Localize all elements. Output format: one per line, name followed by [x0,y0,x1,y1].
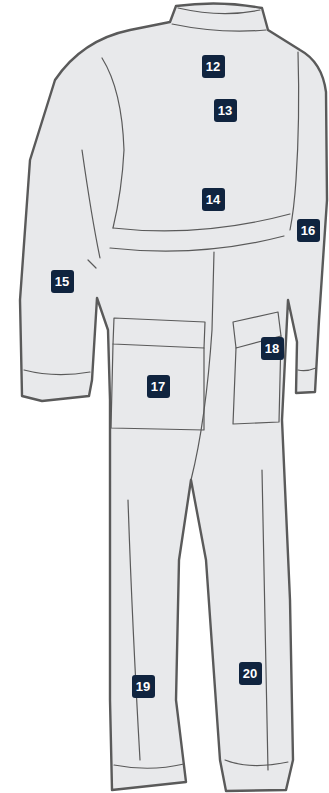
left-cuff [24,370,90,375]
waistband-top [113,214,290,231]
callout-number: 14 [202,188,225,211]
collar-fold [178,8,260,14]
callout-number: 20 [239,662,262,685]
coverall-outline [20,3,327,791]
callout-number: 15 [51,270,74,293]
right-leg-fold [225,760,288,766]
callout-number: 19 [132,675,155,698]
left-pocket [111,344,204,430]
right-leg-crease [262,470,268,770]
left-leg-fold [114,764,184,768]
left-cuff-seam [88,260,96,268]
shoulder-seam-right [290,52,299,230]
left-sleeve-crease [82,150,100,258]
waistband-bottom [110,236,284,251]
collar-seam [172,24,266,31]
left-pocket-flap [113,318,205,348]
callout-number: 16 [297,219,320,242]
callout-number: 12 [202,55,225,78]
right-cuff [298,368,316,371]
callout-number: 18 [261,337,284,360]
callout-number: 13 [214,99,237,122]
left-leg-crease [128,500,140,760]
shoulder-seam-left [102,58,124,228]
back-seam [191,252,214,480]
callout-number: 17 [147,375,170,398]
